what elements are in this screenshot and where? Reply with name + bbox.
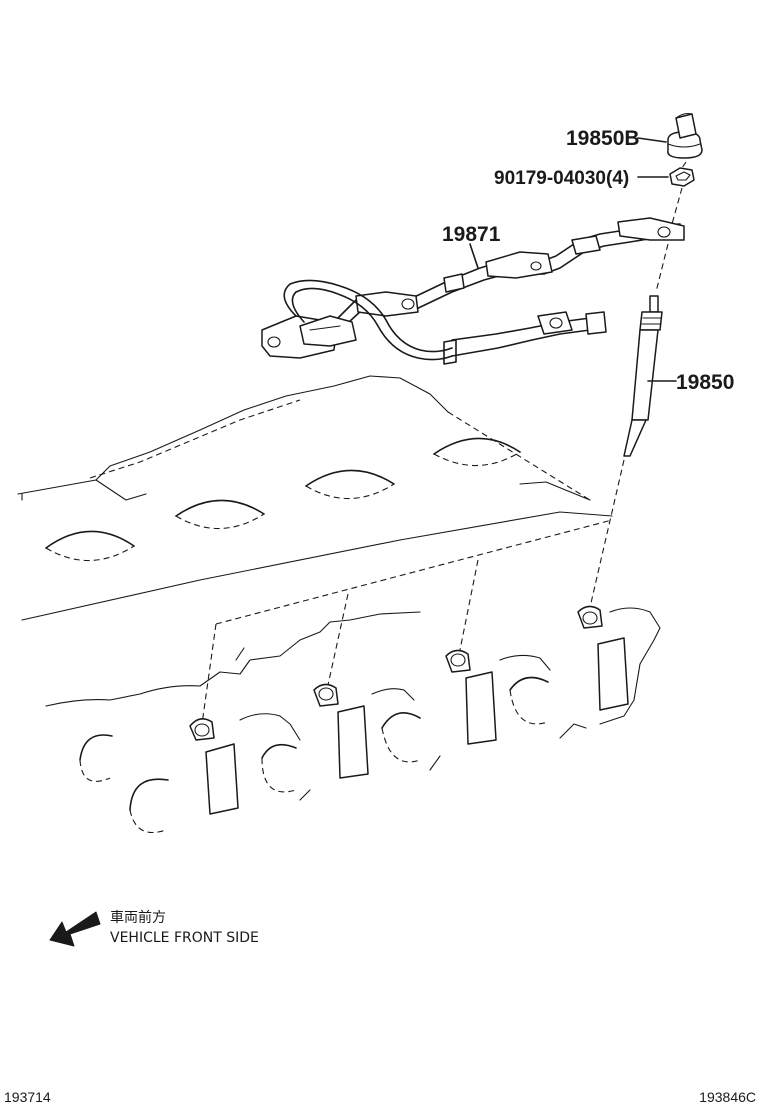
glow-plug-cap: [667, 112, 703, 159]
manifold-ports: [45, 605, 661, 834]
footer-left-code: 193714: [4, 1089, 51, 1105]
nut-part-number: 90179-04030(4): [494, 168, 629, 189]
vehicle-front-label-ja: 車両前方: [110, 909, 166, 926]
harness-leader-line: [469, 243, 479, 269]
footer-right-code: 193846C: [699, 1089, 756, 1105]
cylinder-head: [17, 375, 613, 621]
harness-part-number: 19871: [442, 223, 501, 246]
glow-plug: [623, 295, 663, 457]
wiring-harness: [261, 217, 685, 365]
nut: [669, 167, 695, 187]
vehicle-front-label-en: VEHICLE FRONT SIDE: [110, 930, 259, 946]
cap-part-number: 19850B: [566, 127, 640, 150]
cap-leader-line: [637, 137, 667, 143]
glow-plug-part-number: 19850: [676, 371, 734, 394]
vehicle-front-arrow-icon: [49, 911, 101, 947]
